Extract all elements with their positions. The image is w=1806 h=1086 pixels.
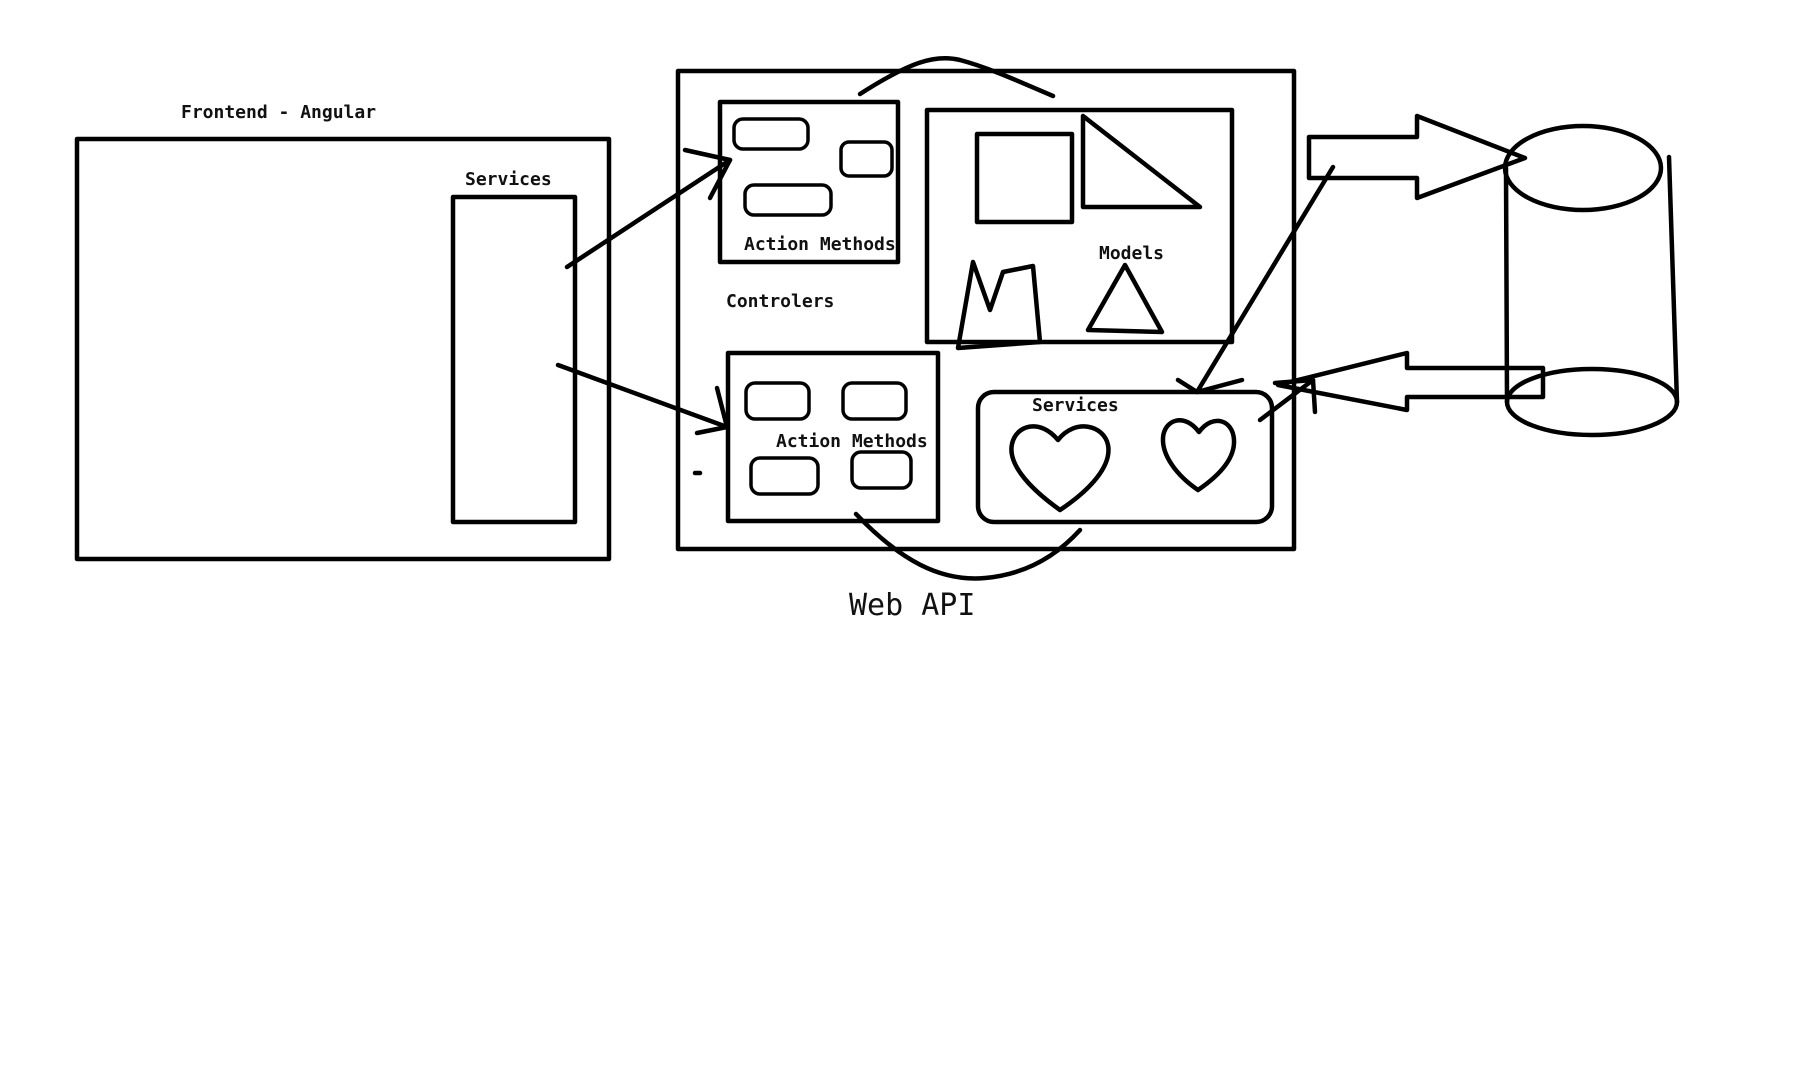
web-api-bottom-arc xyxy=(853,511,1083,581)
block-arrow-from-db xyxy=(1275,350,1546,413)
models-label: Models xyxy=(1099,243,1165,264)
model-square xyxy=(974,131,1075,225)
arrow-services-to-top-controller xyxy=(564,147,733,270)
frontend-services-box xyxy=(450,194,578,525)
web-api-box xyxy=(675,68,1297,552)
frontend-services-label: Services xyxy=(465,169,552,190)
heart-icon-large xyxy=(1009,424,1111,513)
block-arrow-to-db xyxy=(1306,113,1528,201)
web-api-title: Web API xyxy=(849,588,976,623)
heart-icon-small xyxy=(1160,418,1237,493)
top-action-methods-label: Action Methods xyxy=(744,234,896,255)
frontend-box xyxy=(74,136,612,562)
bottom-method-pill-2 xyxy=(841,381,908,421)
frontend-title: Frontend - Angular xyxy=(181,102,377,123)
controllers-label: Controlers xyxy=(726,291,835,312)
api-services-box xyxy=(975,389,1275,525)
arrow-models-to-services xyxy=(1175,164,1336,395)
database-cylinder xyxy=(1502,123,1680,438)
model-zigzag-shape xyxy=(955,259,1043,351)
bottom-method-pill-4 xyxy=(850,450,913,490)
model-right-triangle xyxy=(1080,113,1203,210)
api-services-label: Services xyxy=(1032,395,1119,416)
bottom-controller-box xyxy=(725,350,941,524)
web-api-top-arc xyxy=(857,55,1056,99)
arrow-services-to-bottom-controller xyxy=(555,362,730,436)
top-method-pill-2 xyxy=(839,140,894,178)
model-triangle xyxy=(1085,262,1165,335)
models-box xyxy=(924,107,1235,345)
top-method-pill-3 xyxy=(743,183,833,217)
top-method-pill-1 xyxy=(732,117,810,151)
bottom-method-pill-1 xyxy=(744,381,811,421)
bottom-action-methods-label: Action Methods xyxy=(776,431,928,452)
bottom-method-pill-3 xyxy=(749,456,820,496)
top-controller-box xyxy=(717,99,901,265)
